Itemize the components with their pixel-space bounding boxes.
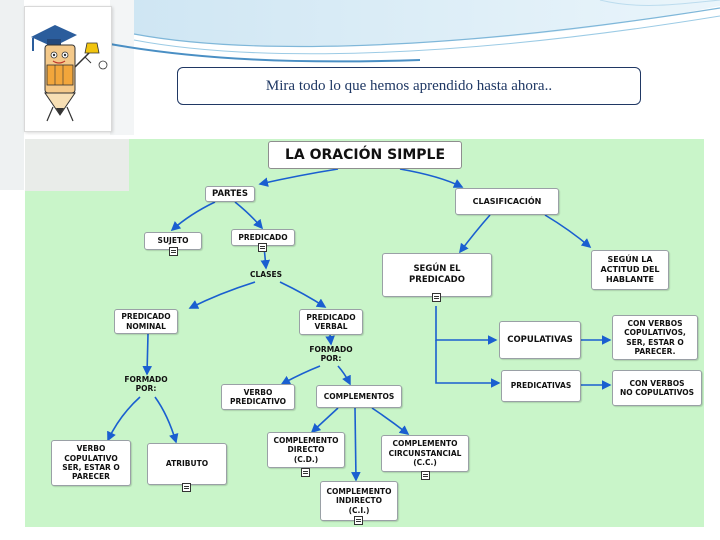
intro-banner-text: Mira todo lo que hemos aprendido hasta a… <box>265 77 553 94</box>
node-segun-actitud: SEGÚN LA ACTITUD DEL HABLANTE <box>591 250 669 290</box>
diagram-title: LA ORACIÓN SIMPLE <box>284 147 446 163</box>
left-decor-strip <box>0 0 24 190</box>
node-partes: PARTES <box>205 186 255 202</box>
node-predicativas: PREDICATIVAS <box>501 370 581 402</box>
label-formado-por-nominal: FORMADO POR: <box>124 375 168 394</box>
node-complemento-directo: COMPLEMENTO DIRECTO (C.D.) <box>267 432 345 468</box>
node-clasificacion: CLASIFICACIÓN <box>455 188 559 215</box>
intro-banner: Mira todo lo que hemos aprendido hasta a… <box>177 67 641 105</box>
node-predicado-nominal: PREDICADO NOMINAL <box>114 309 178 334</box>
node-predicado-verbal: PREDICADO VERBAL <box>299 309 363 335</box>
node-complementos: COMPLEMENTOS <box>316 385 402 408</box>
diagram-title-node: LA ORACIÓN SIMPLE <box>268 141 462 169</box>
node-verbo-predicativo: VERBO PREDICATIVO <box>221 384 295 410</box>
node-atributo: ATRIBUTO <box>147 443 227 485</box>
node-con-verbos-copulativos: CON VERBOS COPULATIVOS, SER, ESTAR O PAR… <box>612 315 698 360</box>
node-complemento-indirecto: COMPLEMENTO INDIRECTO (C.I.) <box>320 481 398 521</box>
mascot-card <box>24 6 112 132</box>
node-copulativas: COPULATIVAS <box>499 321 581 359</box>
document-link-icon[interactable] <box>354 516 363 525</box>
node-verbo-copulativo: VERBO COPULATIVO SER, ESTAR O PARECER <box>51 440 131 486</box>
header-wave-decoration <box>109 0 720 63</box>
document-link-icon[interactable] <box>169 247 178 256</box>
document-link-icon[interactable] <box>182 483 191 492</box>
document-link-icon[interactable] <box>432 293 441 302</box>
label-formado-por-verbal: FORMADO POR: <box>309 345 353 364</box>
document-link-icon[interactable] <box>301 468 310 477</box>
mascot-pencil-graduate-icon <box>31 25 108 122</box>
concept-map-corner-block <box>25 139 129 191</box>
header-decor-strip <box>110 0 134 135</box>
document-link-icon[interactable] <box>258 243 267 252</box>
node-complemento-circunstancial: COMPLEMENTO CIRCUNSTANCIAL (C.C.) <box>381 435 469 472</box>
document-link-icon[interactable] <box>421 471 430 480</box>
label-clases: CLASES <box>249 270 282 279</box>
node-con-verbos-no-copulativos: CON VERBOS NO COPULATIVOS <box>612 370 702 406</box>
node-segun-predicado: SEGÚN EL PREDICADO <box>382 253 492 297</box>
